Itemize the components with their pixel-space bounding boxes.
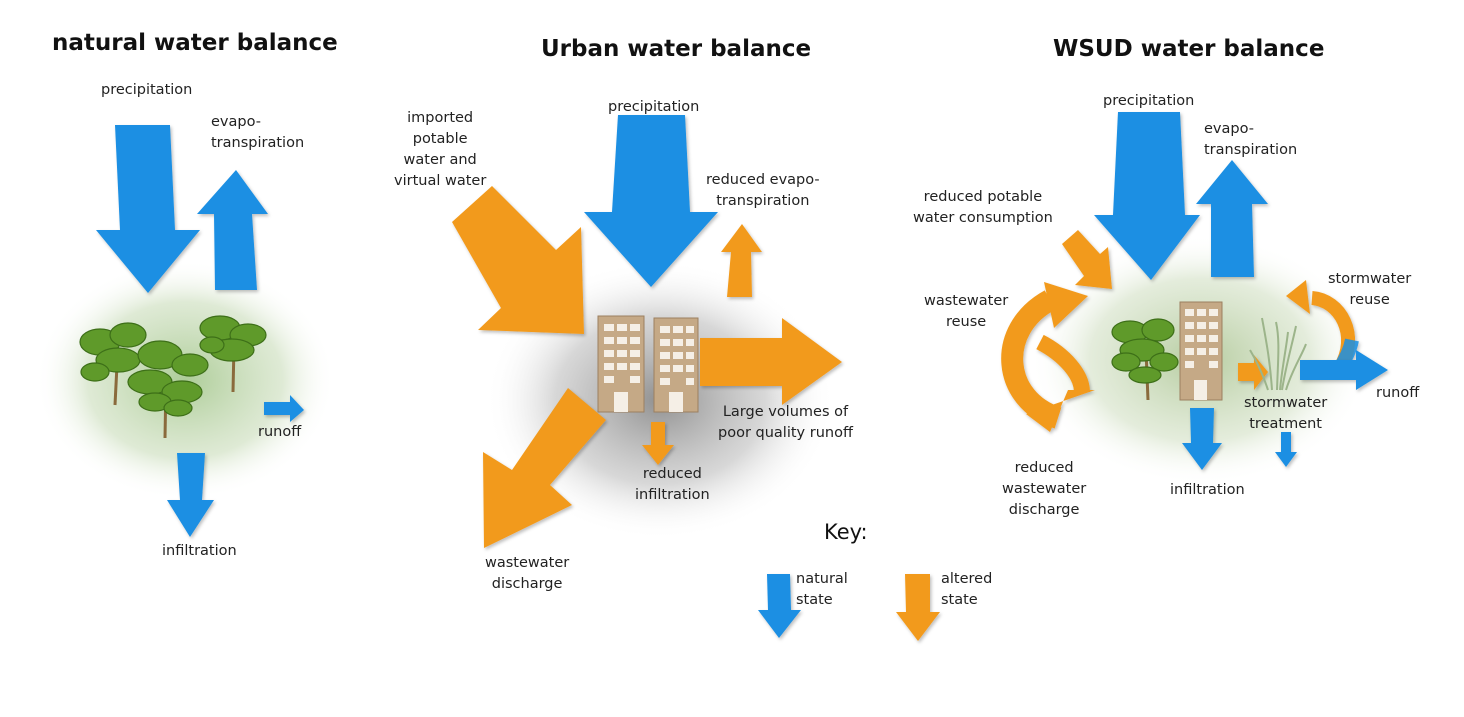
key-altered-label: altered state [941,571,993,608]
urban-reduced-evapotranspiration-arrow [721,224,762,297]
natural-infiltration-arrow [167,453,214,537]
wsud-panel-title: WSUD water balance [1053,36,1325,62]
wsud-stormwater-reuse-label: stormwater reuse [1328,271,1412,308]
urban-reduced-evapotranspiration-label: reduced evapo- transpiration [706,172,820,209]
key-natural-label: natural state [796,571,848,608]
urban-large-runoff-label: Large volumes of poor quality runoff [718,404,853,441]
natural-precipitation-label: precipitation [101,82,193,98]
key-natural-arrow [758,574,801,638]
natural-panel-title: natural water balance [52,30,338,56]
wsud-runoff-label: runoff [1376,385,1420,401]
wsud-infiltration-label: infiltration [1170,482,1245,498]
wsud-tree-illustration [1111,318,1179,401]
urban-reduced-infiltration-arrow [642,422,674,465]
natural-evapotranspiration-arrow [197,170,268,290]
urban-reduced-infiltration-label: reduced infiltration [635,466,710,503]
urban-precipitation-arrow [584,115,718,287]
wsud-wastewater-reuse-arrow [1001,282,1095,432]
urban-wastewater-discharge-arrow [483,388,606,548]
natural-trees-illustration [79,315,267,439]
natural-evapotranspiration-label: evapo- transpiration [211,114,305,151]
urban-wastewater-discharge-label: wastewater discharge [485,555,570,592]
key-altered-arrow [896,574,940,641]
wsud-reduced-potable-arrow [1062,230,1112,289]
key-title: Key: [824,520,868,544]
wsud-reduced-potable-label: reduced potable water consumption [913,189,1053,226]
urban-panel-title: Urban water balance [541,36,812,62]
urban-buildings-illustration [597,315,699,413]
wsud-infiltration-arrow [1182,408,1222,470]
urban-precipitation-label: precipitation [608,99,700,115]
wsud-reeds-illustration [1249,317,1307,391]
natural-precipitation-arrow [96,125,200,293]
natural-ground-glow [35,260,335,500]
wsud-precipitation-arrow [1094,112,1200,280]
urban-imported-water-label: imported potable water and virtual water [394,110,487,189]
wsud-stormwater-treatment-label: stormwater treatment [1244,395,1328,432]
wsud-runoff-arrow [1300,350,1388,390]
wsud-wastewater-reuse-label: wastewater reuse [924,293,1009,330]
wsud-treatment-infiltration-arrow [1275,432,1297,467]
urban-large-runoff-arrow [700,318,842,405]
wsud-building-illustration [1179,301,1223,401]
wsud-precipitation-label: precipitation [1103,93,1195,109]
urban-imported-water-arrow [452,186,584,334]
natural-runoff-arrow [264,395,304,422]
natural-runoff-label: runoff [258,424,302,440]
natural-infiltration-label: infiltration [162,543,237,559]
wsud-evapotranspiration-label: evapo- transpiration [1204,121,1298,158]
wsud-reduced-wastewater-label: reduced wastewater discharge [1002,460,1087,518]
wsud-evapotranspiration-arrow [1196,160,1268,277]
wsud-to-treatment-arrow [1238,355,1268,390]
